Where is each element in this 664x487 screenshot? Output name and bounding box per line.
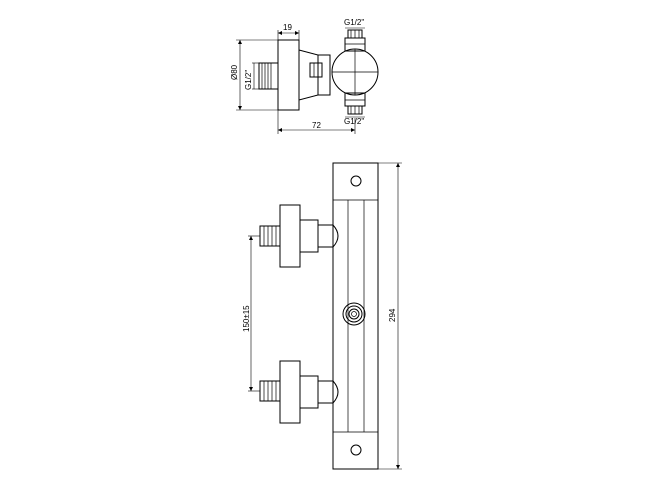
dim-top-connection: G1/2" xyxy=(344,18,365,29)
dim-flange-thickness-label: 19 xyxy=(283,23,292,32)
dim-inlet-spacing-label: 150±15 xyxy=(242,305,251,332)
top-view-inlet-connector xyxy=(258,62,279,90)
front-view-lower-inlet xyxy=(259,360,339,424)
front-view: 150±15 294 xyxy=(242,162,402,470)
front-view-outlet-fitting xyxy=(342,302,366,326)
dim-flange-thickness: 19 xyxy=(277,23,300,40)
bottom-mounting-hole xyxy=(350,444,362,456)
top-view-top-nut xyxy=(344,29,366,52)
top-mounting-hole xyxy=(350,175,362,187)
dim-inlet-thread-label: G1/2" xyxy=(244,70,253,90)
dim-flange-diameter: Ø80 xyxy=(230,39,278,111)
dim-inlet-spacing: 150±15 xyxy=(242,235,260,392)
dim-total-height: 294 xyxy=(378,162,402,470)
dim-top-connection-label: G1/2" xyxy=(344,18,364,27)
dim-bottom-connection: G1/2" xyxy=(344,116,365,126)
top-view-flange xyxy=(277,39,300,111)
top-view-stem xyxy=(298,49,331,101)
dim-flange-diameter-label: Ø80 xyxy=(230,64,239,80)
top-view-valve-body xyxy=(331,48,379,96)
top-view-bottom-nut xyxy=(344,92,366,115)
dim-depth-label: 72 xyxy=(312,121,321,130)
dim-inlet-thread: G1/2" xyxy=(244,62,259,90)
top-view: 19 G1/2" G1/2" Ø80 G1/2" xyxy=(230,18,379,134)
dim-depth: 72 xyxy=(277,110,356,134)
dim-bottom-connection-label: G1/2" xyxy=(344,117,364,126)
dim-total-height-label: 294 xyxy=(388,308,397,322)
front-view-upper-inlet xyxy=(259,204,339,268)
front-view-body xyxy=(332,162,379,470)
